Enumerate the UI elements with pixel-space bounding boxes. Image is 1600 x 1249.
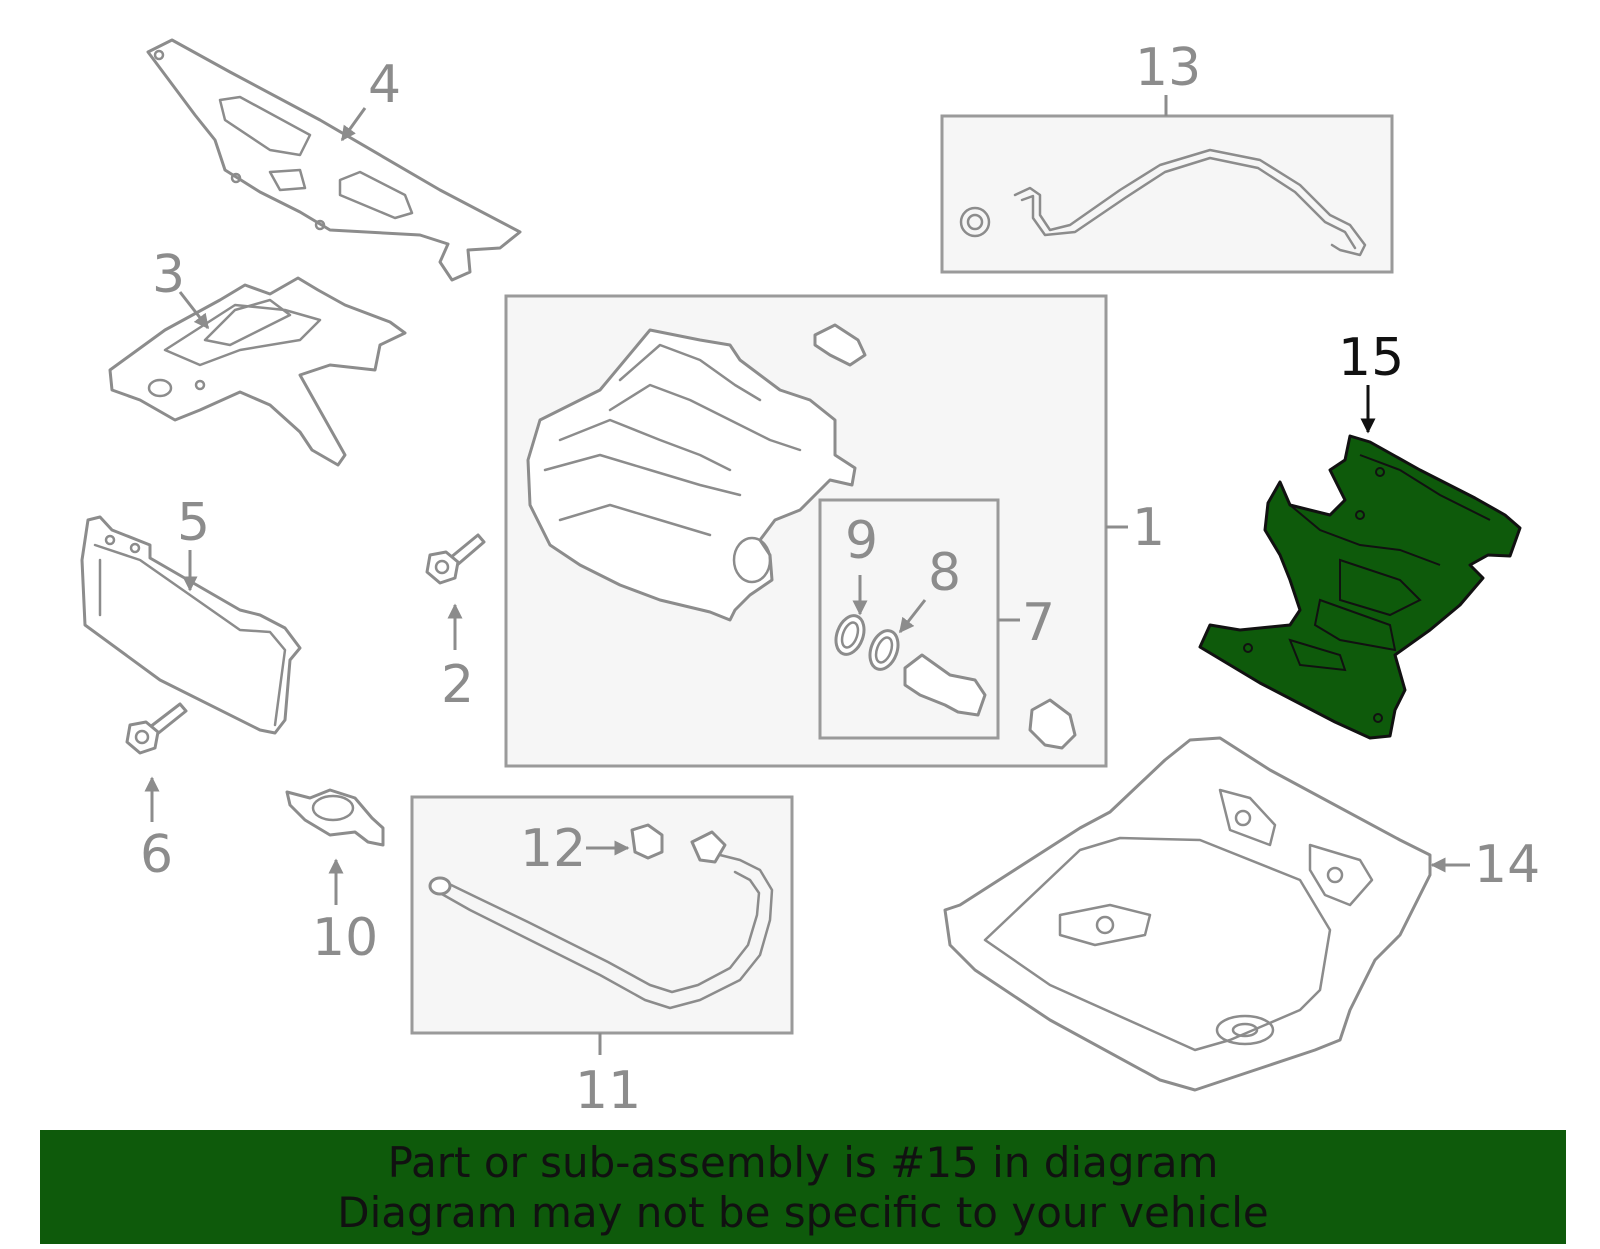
part-13-box <box>940 114 1394 274</box>
callout-5: 5 <box>177 493 210 553</box>
info-banner: Part or sub-assembly is #15 in diagram D… <box>40 1130 1566 1244</box>
callout-1: 1 <box>1132 498 1165 558</box>
part-3-bracket <box>108 276 407 467</box>
banner-line-2: Diagram may not be specific to your vehi… <box>337 1188 1269 1237</box>
callout-11: 11 <box>575 1061 641 1121</box>
callout-10: 10 <box>312 908 378 968</box>
part-5-panel <box>80 515 302 735</box>
part-14-shield <box>943 736 1432 1092</box>
part-15-highlight <box>1198 434 1522 740</box>
leader-lines <box>144 95 1470 1055</box>
leader-8 <box>898 599 927 634</box>
callout-6: 6 <box>140 825 173 885</box>
callout-numbers: 1 2 3 4 5 6 7 8 9 10 11 12 13 14 15 <box>140 38 1540 1121</box>
callout-4: 4 <box>368 55 401 115</box>
callout-8: 8 <box>928 543 961 603</box>
leader-3 <box>178 291 210 330</box>
part-13-assembly <box>940 114 1394 274</box>
part-4-bracket <box>146 38 522 282</box>
part-2-bolt <box>425 533 486 585</box>
callout-9: 9 <box>845 511 878 571</box>
part-11-assembly <box>410 795 794 1035</box>
callout-2: 2 <box>441 655 474 715</box>
callout-14: 14 <box>1474 835 1540 895</box>
part-10-valve <box>285 788 385 847</box>
callout-13: 13 <box>1135 38 1201 98</box>
callout-15: 15 <box>1338 328 1404 388</box>
part-1-assembly <box>504 294 1108 768</box>
callout-12: 12 <box>520 819 586 879</box>
callout-3: 3 <box>152 245 185 305</box>
leader-4 <box>340 107 367 142</box>
callout-7: 7 <box>1022 593 1055 653</box>
part-11-box <box>410 795 794 1035</box>
part-6-bolt <box>125 702 188 755</box>
banner-line-1: Part or sub-assembly is #15 in diagram <box>387 1138 1219 1187</box>
part-15-skid-plate <box>1198 434 1522 740</box>
